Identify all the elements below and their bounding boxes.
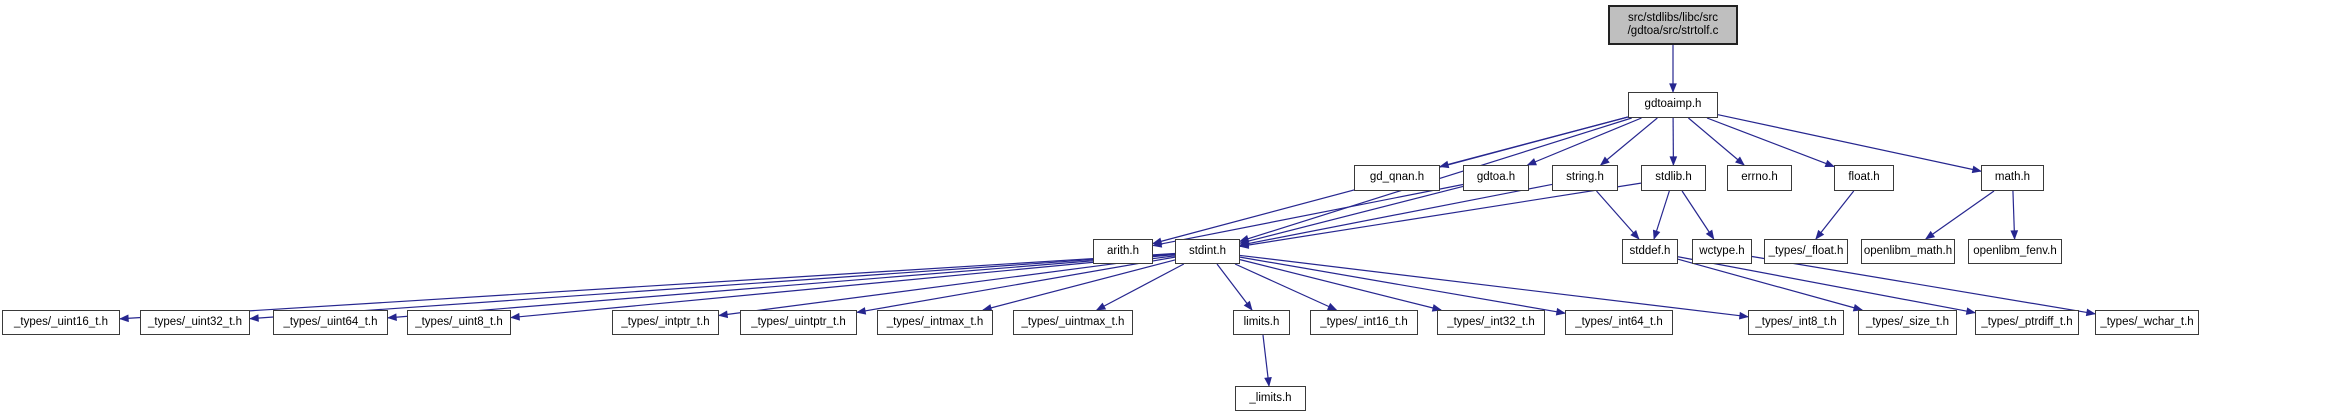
graph-node-u8[interactable]: _types/_uint8_t.h bbox=[407, 310, 511, 335]
edge-stdint-to-i8 bbox=[1239, 254, 1749, 320]
graph-node-i32[interactable]: _types/_int32_t.h bbox=[1437, 310, 1545, 335]
graph-node-u16[interactable]: _types/_uint16_t.h bbox=[2, 310, 120, 335]
edge-string-to-stddef bbox=[1596, 190, 1640, 240]
edge-stdint-to-limits bbox=[1216, 263, 1253, 311]
edge-stdlib-to-stdint bbox=[1239, 182, 1642, 249]
graph-node-stdlib[interactable]: stdlib.h bbox=[1641, 165, 1706, 191]
graph-node-gdtoa[interactable]: gdtoa.h bbox=[1463, 165, 1529, 191]
graph-node-wctype[interactable]: wctype.h bbox=[1692, 239, 1752, 264]
edge-math-to-openlibm_fenv bbox=[2010, 190, 2019, 240]
edge-gdtoaimp-to-float bbox=[1706, 117, 1835, 168]
edge-stdint-to-i16 bbox=[1234, 263, 1338, 311]
graph-node-intptr[interactable]: _types/_intptr_t.h bbox=[612, 310, 719, 335]
graph-node-_limits[interactable]: _limits.h bbox=[1235, 386, 1306, 411]
edge-stdint-to-u16 bbox=[119, 252, 1176, 323]
graph-node-uintptr[interactable]: _types/_uintptr_t.h bbox=[740, 310, 857, 335]
graph-node-i8[interactable]: _types/_int8_t.h bbox=[1748, 310, 1844, 335]
graph-node-ptrdiff[interactable]: _types/_ptrdiff_t.h bbox=[1975, 310, 2079, 335]
edge-math-to-openlibm_math bbox=[1924, 190, 1995, 240]
graph-node-intmax[interactable]: _types/_intmax_t.h bbox=[877, 310, 993, 335]
edge-stdint-to-u32 bbox=[249, 253, 1176, 322]
graph-node-u64[interactable]: _types/_uint64_t.h bbox=[273, 310, 388, 335]
graph-node-gd_qnan[interactable]: gd_qnan.h bbox=[1354, 165, 1440, 191]
edge-stdint-to-intptr bbox=[718, 255, 1176, 319]
edge-stdint-to-u8 bbox=[510, 253, 1176, 321]
graph-node-i16[interactable]: _types/_int16_t.h bbox=[1310, 310, 1418, 335]
edge-gdtoaimp-to-math bbox=[1717, 114, 1982, 174]
edge-stdint-to-uintmax bbox=[1095, 263, 1185, 311]
edge-gdtoaimp-to-errno bbox=[1688, 117, 1745, 166]
graph-node-types_float[interactable]: _types/_float.h bbox=[1764, 239, 1848, 264]
graph-node-float[interactable]: float.h bbox=[1834, 165, 1894, 191]
edge-gdtoa-to-arith bbox=[1152, 183, 1464, 248]
graph-node-openlibm_math[interactable]: openlibm_math.h bbox=[1861, 239, 1955, 264]
edge-stddef-to-size bbox=[1677, 258, 1864, 312]
edge-float-to-types_float bbox=[1815, 190, 1855, 240]
edge-stdint-to-uintptr bbox=[856, 256, 1176, 315]
graph-node-string[interactable]: string.h bbox=[1552, 165, 1618, 191]
edge-limits-to-_limits bbox=[1262, 334, 1272, 387]
edge-gdtoa-to-stdint bbox=[1239, 185, 1464, 245]
edge-gdtoaimp-to-string bbox=[1599, 117, 1658, 166]
edge-stdint-to-u64 bbox=[387, 253, 1176, 321]
edge-stddef-to-ptrdiff bbox=[1677, 256, 1976, 315]
edge-wctype-to-wchar bbox=[1751, 255, 2096, 317]
graph-node-openlibm_fenv[interactable]: openlibm_fenv.h bbox=[1968, 239, 2062, 264]
graph-node-wchar[interactable]: _types/_wchar_t.h bbox=[2095, 310, 2199, 335]
graph-node-u32[interactable]: _types/_uint32_t.h bbox=[140, 310, 250, 335]
graph-node-stdint[interactable]: stdint.h bbox=[1175, 239, 1240, 264]
graph-node-i64[interactable]: _types/_int64_t.h bbox=[1565, 310, 1673, 335]
edge-stdint-to-intmax bbox=[982, 259, 1176, 312]
graph-node-gdtoaimp[interactable]: gdtoaimp.h bbox=[1628, 92, 1718, 118]
graph-node-root[interactable]: src/stdlibs/libc/src /gdtoa/src/strtolf.… bbox=[1608, 5, 1738, 45]
edge-stdlib-to-wctype bbox=[1681, 190, 1715, 240]
edge-stdint-to-i64 bbox=[1239, 256, 1566, 316]
graph-node-limits[interactable]: limits.h bbox=[1233, 310, 1290, 335]
edge-string-to-stdint bbox=[1239, 183, 1553, 248]
edge-gdtoaimp-to-gdtoa bbox=[1526, 117, 1642, 166]
graph-node-arith[interactable]: arith.h bbox=[1093, 239, 1153, 264]
graph-node-math[interactable]: math.h bbox=[1981, 165, 2044, 191]
graph-node-errno[interactable]: errno.h bbox=[1727, 165, 1792, 191]
edge-stdlib-to-stddef bbox=[1652, 190, 1670, 240]
graph-node-size[interactable]: _types/_size_t.h bbox=[1858, 310, 1957, 335]
graph-node-uintmax[interactable]: _types/_uintmax_t.h bbox=[1013, 310, 1133, 335]
edge-stdint-to-i32 bbox=[1239, 259, 1443, 312]
graph-node-stddef[interactable]: stddef.h bbox=[1622, 239, 1678, 264]
